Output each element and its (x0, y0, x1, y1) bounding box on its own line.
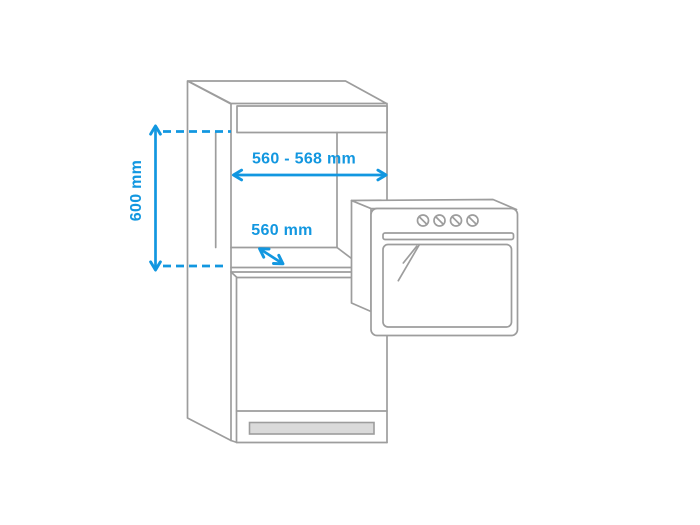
oven-glass-reflections (397, 243, 421, 282)
cabinet-lower-door (230, 271, 388, 444)
oven-body-top-face (350, 198, 518, 211)
cabinet-drawer-front (236, 105, 388, 134)
niche-height-label: 600 mm (128, 160, 145, 221)
oven-handle (382, 232, 515, 241)
niche-width-label: 560 - 568 mm (252, 151, 356, 168)
niche-depth-label: 560 mm (251, 222, 312, 239)
niche-width-dimension: 560 - 568 mm (231, 151, 388, 182)
niche-floor-right-edge (336, 246, 353, 260)
oven-knob (416, 214, 430, 227)
oven-front-panel (370, 207, 519, 337)
door-top-bevel (230, 271, 238, 279)
oven-drawing (350, 198, 519, 337)
depth-arrow (258, 247, 285, 266)
plinth-vent (248, 421, 375, 435)
oven-knob (466, 214, 479, 227)
oven-niche (214, 131, 353, 273)
niche-depth-dimension: 560 mm (251, 222, 312, 266)
dimension-annotations: 600 mm 560 - 568 mm 560 mm (128, 124, 388, 272)
oven-knob (449, 214, 463, 227)
oven-door-window (382, 243, 513, 328)
cabinet-drawing (186, 80, 388, 444)
oven-knobs (416, 214, 479, 227)
cabinet-left-side-panel (186, 80, 232, 442)
oven-knob (433, 214, 446, 227)
cabinet-bottom-edge (230, 439, 388, 444)
niche-height-dimension: 600 mm (128, 124, 231, 272)
oven-body-left-face (350, 199, 372, 313)
